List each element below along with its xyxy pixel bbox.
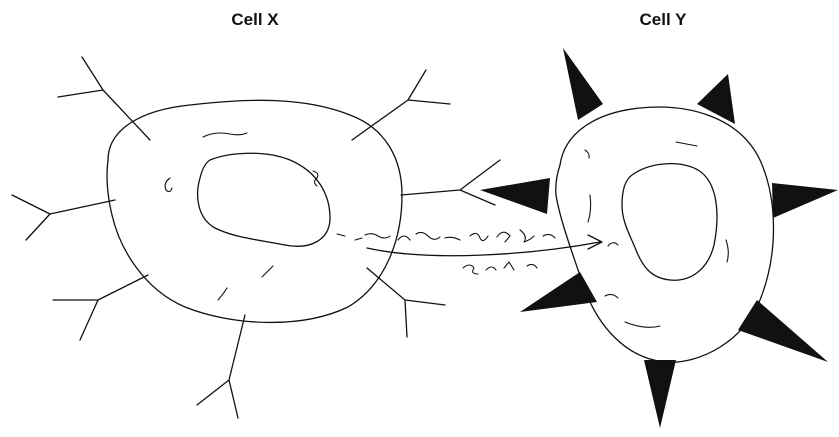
- cell-x-organelles: [165, 133, 362, 300]
- cell-y: [480, 48, 838, 428]
- cell-y-spike: [738, 300, 828, 362]
- cell-y-spike: [697, 74, 735, 124]
- transfer-particles: [365, 230, 618, 274]
- cell-y-spike: [563, 48, 603, 120]
- cell-y-spikes: [480, 48, 838, 428]
- cell-x-branch: [12, 195, 115, 240]
- cell-x-branch: [58, 57, 150, 140]
- cell-x-branch: [352, 70, 450, 140]
- cell-y-label: Cell Y: [640, 10, 687, 30]
- cell-x-membrane: [107, 100, 402, 322]
- cell-x-branch: [197, 315, 245, 418]
- cell-x-branch: [401, 160, 500, 205]
- cell-x-label: Cell X: [231, 10, 278, 30]
- transfer-arrow-line: [367, 242, 600, 256]
- cell-y-organelles: [585, 142, 728, 327]
- cell-y-spike: [480, 178, 550, 214]
- cell-x: [12, 57, 500, 418]
- cell-y-spike: [772, 183, 838, 218]
- cell-y-spike: [644, 360, 676, 428]
- cell-y-nucleus: [622, 164, 717, 281]
- cell-x-branch: [53, 275, 148, 340]
- cell-x-branches: [12, 57, 500, 418]
- cell-x-nucleus: [198, 153, 330, 246]
